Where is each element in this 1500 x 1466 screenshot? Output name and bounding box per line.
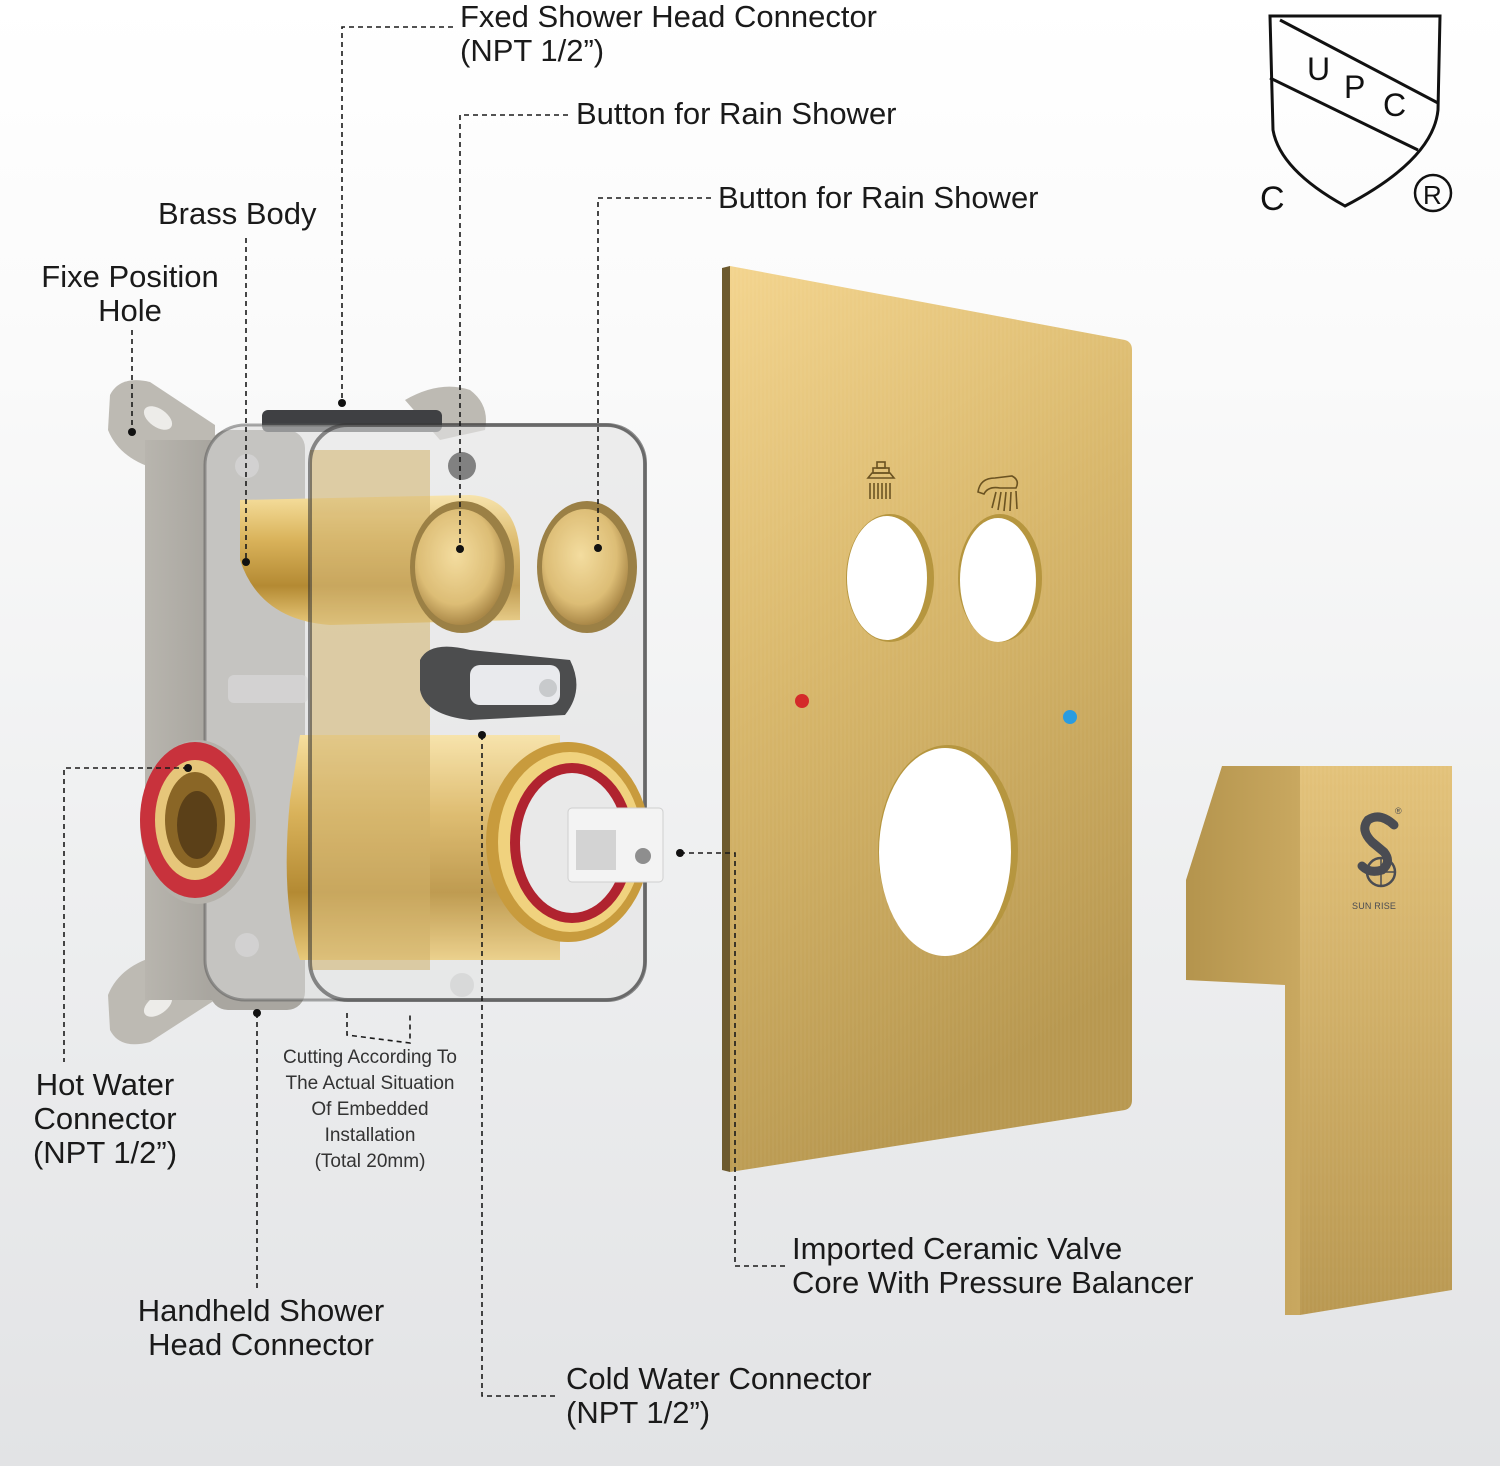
label-cold-water-connector: Cold Water Connector (NPT 1/2”) (566, 1362, 872, 1430)
hot-water-port (140, 740, 256, 904)
label-line: Handheld Shower (137, 1293, 385, 1328)
label-ceramic-valve-core: Imported Ceramic Valve Core With Pressur… (792, 1232, 1193, 1300)
handle-brand-text: SUN RISE (1352, 901, 1397, 911)
label-line: Brass Body (158, 196, 317, 231)
label-fixed-shower-head-connector: Fxed Shower Head Connector (NPT 1/2”) (460, 0, 877, 68)
label-line: Button for Rain Shower (576, 96, 897, 131)
label-line: Connector (33, 1101, 177, 1136)
valve-handle (1186, 766, 1452, 1315)
label-line: The Actual Situation (285, 1073, 455, 1094)
label-line: (NPT 1/2”) (32, 1135, 178, 1170)
label-button-rain-shower-1: Button for Rain Shower (576, 97, 897, 131)
upc-prefix-c: C (1260, 180, 1285, 218)
label-line: (NPT 1/2”) (566, 1395, 711, 1430)
label-line: Hot Water (35, 1067, 175, 1102)
label-line: Button for Rain Shower (718, 180, 1039, 215)
label-line: Hole (98, 293, 162, 328)
handle-registered-mark: ® (1395, 806, 1402, 816)
label-line: Fixe Position (41, 259, 219, 294)
registered-icon (1413, 173, 1453, 213)
label-line: Of Embedded (311, 1099, 429, 1120)
ceramic-cartridge (486, 742, 664, 942)
upc-shield-icon: U P C C R (1260, 14, 1453, 218)
upc-letter-p: P (1344, 69, 1365, 105)
rain-shower-button-1 (410, 501, 514, 633)
label-line: Head Connector (148, 1327, 374, 1362)
callout-dots (128, 399, 684, 1017)
sunrise-logo-icon (1357, 812, 1399, 888)
label-line: Core With Pressure Balancer (792, 1265, 1194, 1300)
label-line: Imported Ceramic Valve (792, 1231, 1123, 1266)
label-line: (NPT 1/2”) (460, 33, 605, 68)
rain-shower-button-2 (537, 501, 637, 633)
upc-letter-c: C (1383, 87, 1406, 123)
label-cutting-note: Cutting According To The Actual Situatio… (265, 1045, 475, 1175)
registered-letter: R (1423, 180, 1442, 210)
label-brass-body: Brass Body (158, 197, 317, 231)
label-handheld-shower-head-connector: Handheld Shower Head Connector (120, 1294, 402, 1362)
hot-indicator-dot (795, 694, 809, 708)
label-button-rain-shower-2: Button for Rain Shower (718, 181, 1039, 215)
label-line: Fxed Shower Head Connector (460, 0, 878, 34)
label-line: Cold Water Connector (566, 1361, 872, 1396)
trim-plate (722, 266, 1132, 1172)
label-fix-position-hole: Fixe Position Hole (30, 260, 230, 328)
upc-letter-u: U (1307, 51, 1330, 87)
label-line: Cutting According To (283, 1047, 457, 1068)
handheld-shower-icon (977, 475, 1019, 512)
rain-shower-icon (866, 461, 896, 499)
callout-lines (63, 26, 786, 1397)
label-hot-water-connector: Hot Water Connector (NPT 1/2”) (10, 1068, 200, 1170)
cold-indicator-dot (1063, 710, 1077, 724)
label-line: (Total 20mm) (314, 1151, 426, 1172)
upc-certification-mark: U P C C R (1255, 10, 1465, 225)
label-line: Installation (324, 1125, 416, 1146)
valve-body (108, 380, 664, 1045)
